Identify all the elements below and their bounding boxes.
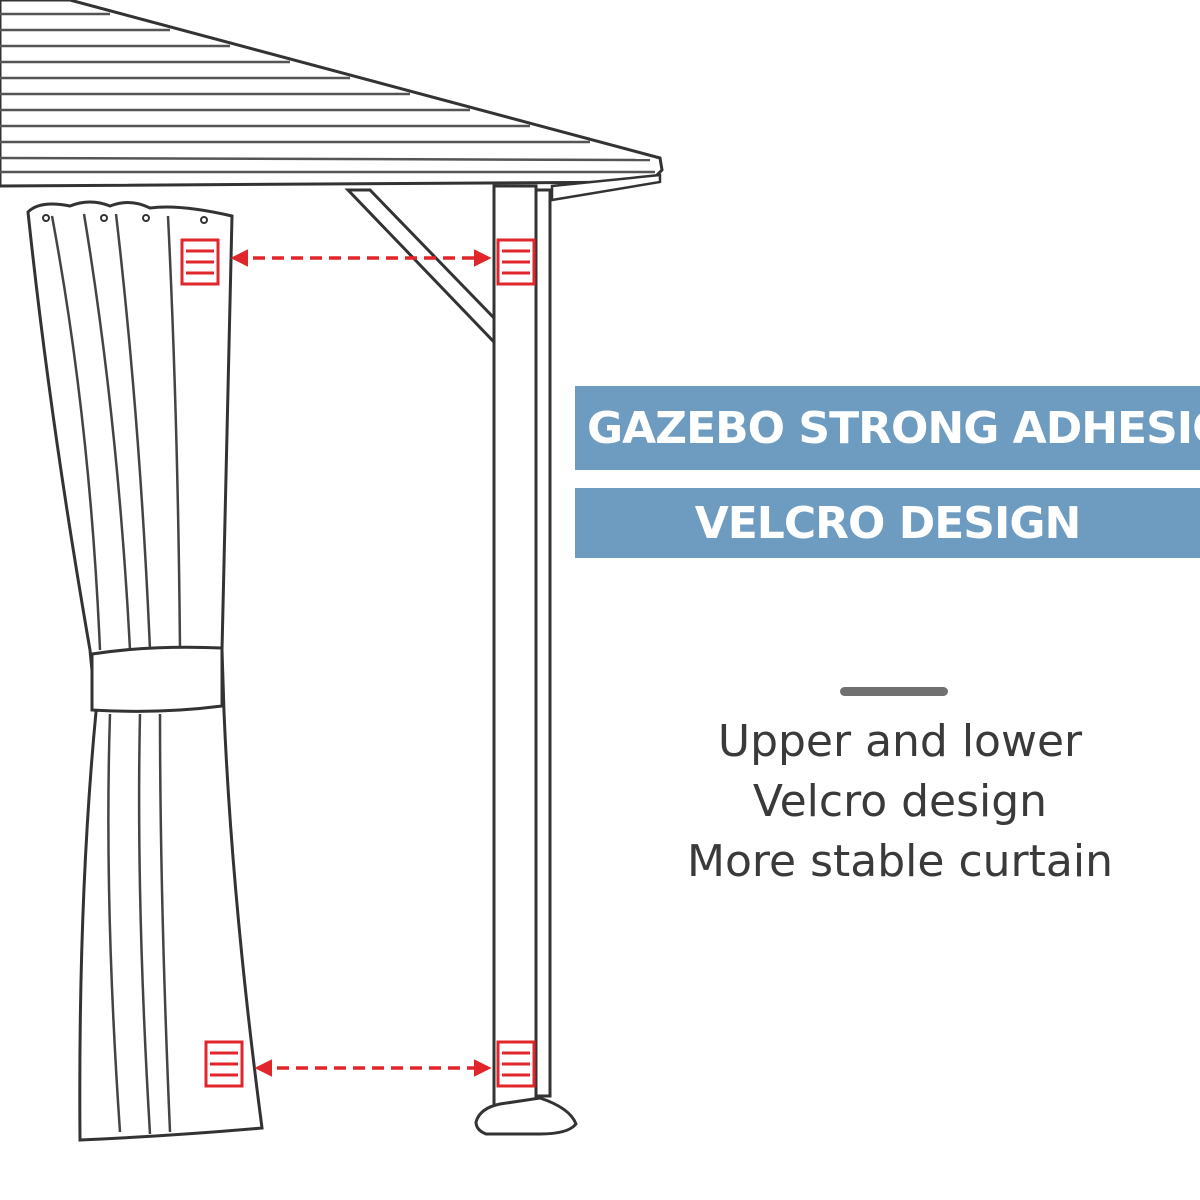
caption-line: Upper and lower [717, 716, 1083, 767]
caption-line: Velcro design [752, 776, 1048, 827]
roof-icon [0, 0, 664, 202]
double-arrow-icon [230, 249, 492, 1077]
curtain-icon [26, 200, 264, 1142]
post-icon [474, 184, 578, 1136]
divider [840, 687, 948, 696]
headline-banner: GAZEBO STRONG ADHESION [575, 386, 1200, 470]
velcro-patch-icon [180, 238, 536, 1088]
feature-caption: Upper and lower Velcro design More stabl… [620, 712, 1180, 892]
caption-line: More stable curtain [687, 836, 1113, 887]
subheadline-banner: VELCRO DESIGN [575, 488, 1200, 558]
bracket-icon [344, 188, 496, 346]
